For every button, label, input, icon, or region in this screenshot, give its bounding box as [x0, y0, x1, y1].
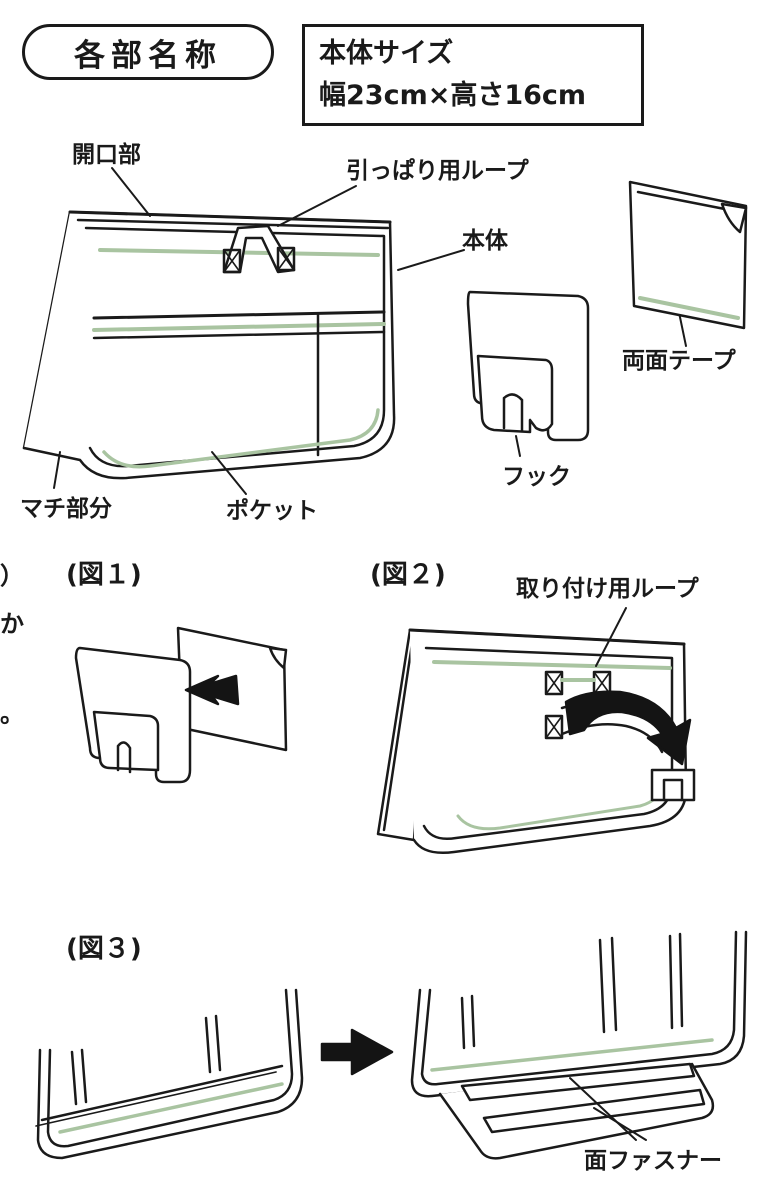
hook-part — [466, 290, 590, 442]
figure-3-label: (図３) — [66, 934, 142, 964]
edge-fragment-period: 。 — [0, 700, 24, 728]
size-title: 本体サイズ — [319, 38, 454, 69]
figure-1-label: (図１) — [66, 560, 142, 590]
section-title-badge: 各部名称 — [22, 24, 274, 80]
label-pocket: ポケット — [226, 498, 318, 524]
edge-fragment-ka: か — [0, 610, 24, 638]
figure-2-label: (図２) — [370, 560, 446, 590]
figure-3-before — [35, 988, 304, 1160]
label-mount-loop: 取り付け用ループ — [516, 576, 699, 602]
figure-2-illustration — [376, 607, 696, 854]
pocket-band — [92, 310, 386, 320]
figure-1-arrow — [184, 674, 240, 706]
bag-diagram — [22, 210, 396, 480]
bag-body — [22, 210, 396, 480]
edge-fragment-paren: ） — [0, 562, 24, 590]
label-hook: フック — [502, 464, 571, 490]
figure-3-after — [410, 930, 748, 1160]
pull-loop-strap — [222, 224, 296, 274]
tape-part — [628, 180, 748, 330]
figure-2-arrow — [564, 690, 692, 766]
label-gusset: マチ部分 — [20, 496, 112, 522]
velcro-strip-1 — [460, 1062, 696, 1102]
size-box: 本体サイズ 幅23cm×高さ16cm — [302, 24, 644, 126]
figure-3-arrow — [320, 1028, 394, 1076]
size-value: 幅23cm×高さ16cm — [319, 80, 587, 111]
label-body: 本体 — [462, 228, 508, 254]
label-double-tape: 両面テープ — [622, 348, 736, 374]
label-opening: 開口部 — [72, 142, 141, 168]
figure-1-illustration — [74, 626, 288, 784]
label-pull-loop: 引っぱり用ループ — [346, 158, 529, 184]
velcro-strip-2 — [482, 1088, 706, 1134]
label-velcro: 面ファスナー — [584, 1148, 722, 1174]
